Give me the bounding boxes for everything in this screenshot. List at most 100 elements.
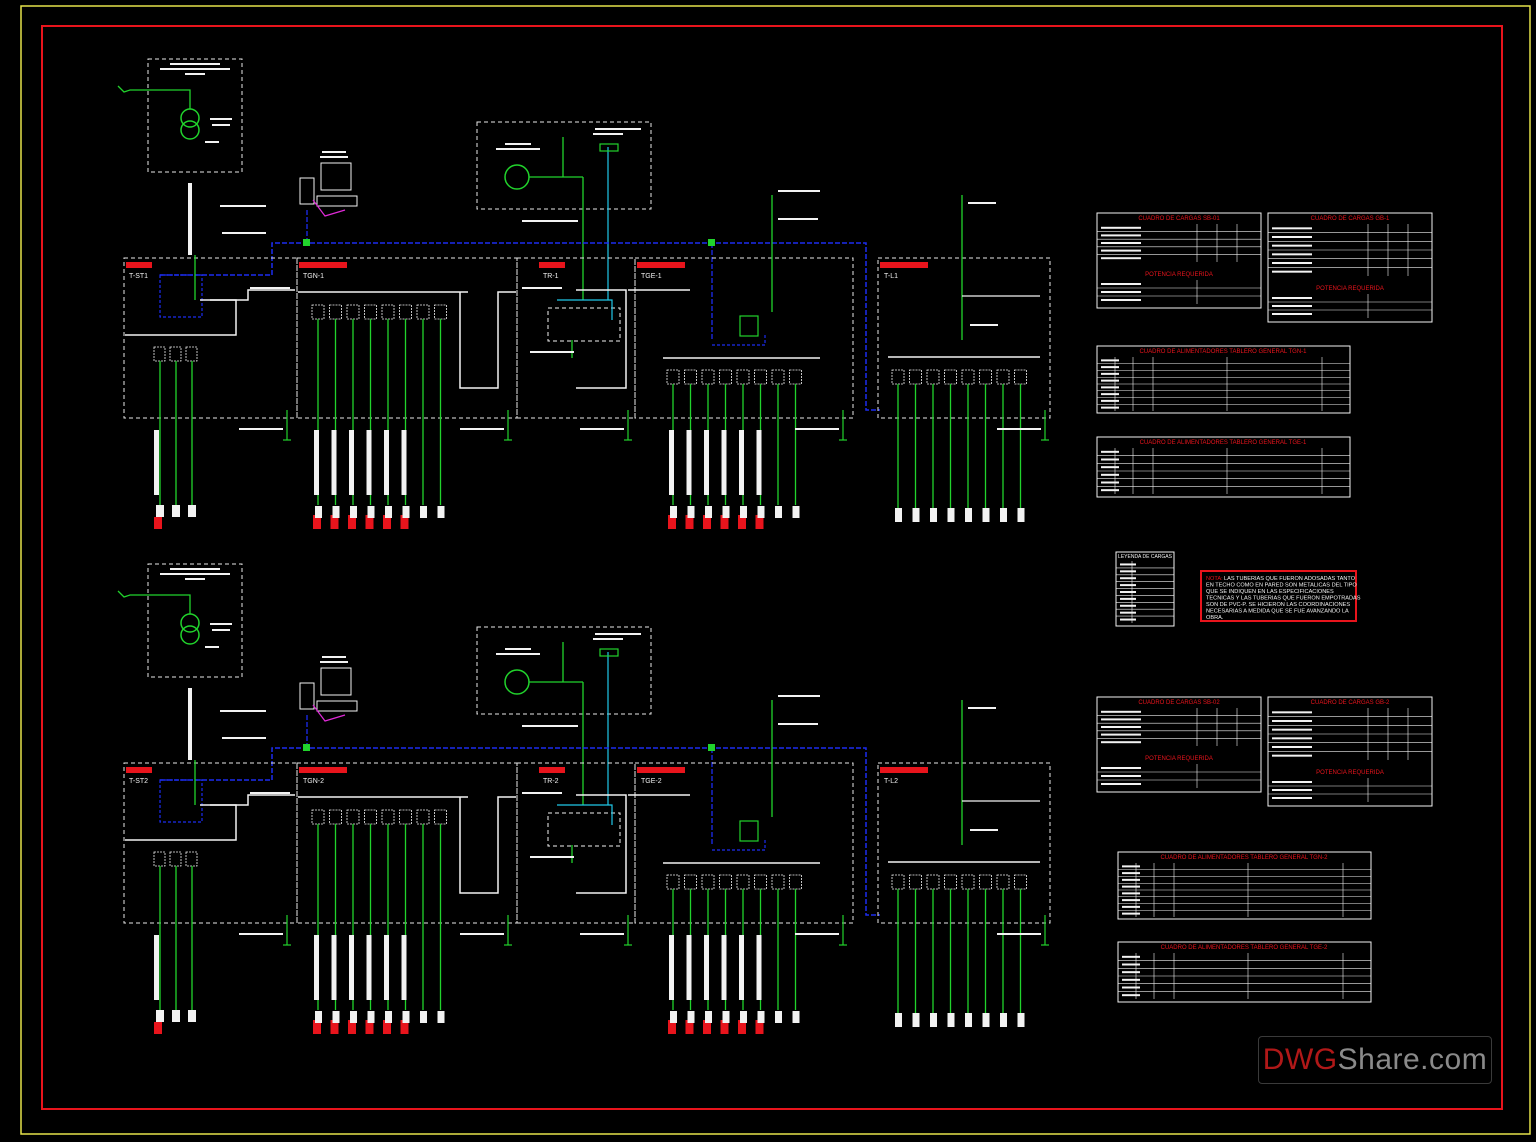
load-block xyxy=(172,1010,180,1022)
table-title: CUADRO DE CARGAS GB-1 xyxy=(1311,216,1390,222)
table-cell xyxy=(1101,249,1141,252)
junction-node xyxy=(303,744,310,751)
load-alarm xyxy=(400,515,409,529)
cable-bar xyxy=(366,935,372,1000)
note-box: NOTA: LAS TUBERIAS QUE FUERON ADOSADAS T… xyxy=(1200,570,1361,622)
cable-bar xyxy=(704,430,709,495)
text-placeholder xyxy=(778,218,818,220)
pc-label xyxy=(322,151,346,153)
substation-title xyxy=(170,568,220,570)
note-line: OBRA. xyxy=(1206,615,1224,621)
text-placeholder xyxy=(968,202,996,204)
load-block xyxy=(775,506,782,518)
relay-icon xyxy=(599,648,619,657)
text-placeholder xyxy=(250,792,290,794)
load-block xyxy=(188,505,196,517)
board-label: T-ST1 xyxy=(129,273,148,280)
table-cell xyxy=(1101,775,1141,777)
substation-enclosure xyxy=(147,58,243,173)
text-placeholder xyxy=(205,646,219,648)
callout-label xyxy=(460,428,504,430)
substation-code xyxy=(185,73,205,75)
board-label: T-L1 xyxy=(884,273,898,280)
load-block xyxy=(1017,1013,1025,1027)
load-block xyxy=(912,1013,920,1027)
load-alarm xyxy=(738,1020,746,1034)
load-block xyxy=(965,508,972,522)
table-cell xyxy=(1101,733,1141,736)
text-placeholder xyxy=(522,220,578,222)
table-cell xyxy=(1122,872,1140,875)
load-alarm xyxy=(154,517,162,529)
outer-frame xyxy=(20,5,1531,1135)
load-alarm xyxy=(400,1020,409,1034)
table-cell xyxy=(1122,905,1140,908)
cable-bar xyxy=(349,935,354,1000)
load-alarm xyxy=(685,1020,694,1034)
text-placeholder xyxy=(522,792,562,794)
table-title: CUADRO DE ALIMENTADORES TABLERO GENERAL … xyxy=(1161,945,1328,951)
tgn-riser xyxy=(459,796,516,894)
callout-label xyxy=(795,428,839,430)
load-alarm xyxy=(685,515,694,529)
load-alarm xyxy=(720,1020,729,1034)
table-cell xyxy=(1101,481,1119,484)
text-placeholder xyxy=(778,695,820,697)
table-alimentadores-tge-2: CUADRO DE ALIMENTADORES TABLERO GENERAL … xyxy=(1117,941,1372,1003)
load-block xyxy=(367,1011,375,1023)
board-label: TGE-2 xyxy=(641,778,662,785)
pc-label xyxy=(320,156,348,158)
substation-subtitle xyxy=(160,573,230,575)
board-enclosure xyxy=(634,762,854,924)
control-bus xyxy=(160,242,880,411)
text-placeholder xyxy=(222,232,266,234)
table-cell xyxy=(1120,618,1136,621)
table-cell xyxy=(1122,899,1140,902)
load-block xyxy=(1017,508,1025,522)
text-placeholder xyxy=(210,118,232,120)
table-cell xyxy=(1272,227,1312,230)
callout-label xyxy=(239,933,283,935)
table-grid xyxy=(1268,294,1432,318)
table-cell xyxy=(1120,570,1136,573)
load-block xyxy=(437,506,445,518)
table-grid xyxy=(1268,224,1432,276)
table-cell xyxy=(1101,458,1119,461)
callout-label xyxy=(580,933,624,935)
cable-bar xyxy=(686,935,692,1000)
load-block xyxy=(332,506,340,518)
table-cell xyxy=(1101,710,1141,713)
load-alarm xyxy=(755,1020,764,1034)
cable-bar xyxy=(314,935,319,1000)
load-block xyxy=(156,505,164,517)
legend-title: LEYENDA DE CARGAS xyxy=(1118,554,1173,560)
cable-bar xyxy=(401,935,407,1000)
load-block xyxy=(188,1010,196,1022)
table-cell xyxy=(1272,797,1312,799)
load-block xyxy=(420,506,427,518)
transformer-icon xyxy=(180,625,200,645)
board-label: TR-2 xyxy=(543,778,559,785)
control-bus xyxy=(160,747,880,916)
text-placeholder xyxy=(530,351,574,353)
text-placeholder xyxy=(505,648,531,650)
table-cell xyxy=(1122,865,1140,868)
load-alarm xyxy=(383,515,391,529)
note-line: EN TECHO COMO EN PARED SON METALICAS DEL… xyxy=(1206,583,1357,589)
table-cell xyxy=(1122,892,1140,895)
table-cell xyxy=(1122,878,1140,881)
text-placeholder xyxy=(505,143,531,145)
table-cell xyxy=(1101,359,1119,362)
table-cell xyxy=(1101,741,1141,744)
cable-bar xyxy=(721,430,727,495)
load-block xyxy=(792,1011,800,1023)
table-grid xyxy=(1118,953,1371,999)
cable-bar xyxy=(384,935,389,1000)
table-cell xyxy=(1122,978,1140,981)
table-cell xyxy=(1120,577,1136,580)
load-block xyxy=(315,1011,322,1023)
text-placeholder xyxy=(220,205,266,207)
